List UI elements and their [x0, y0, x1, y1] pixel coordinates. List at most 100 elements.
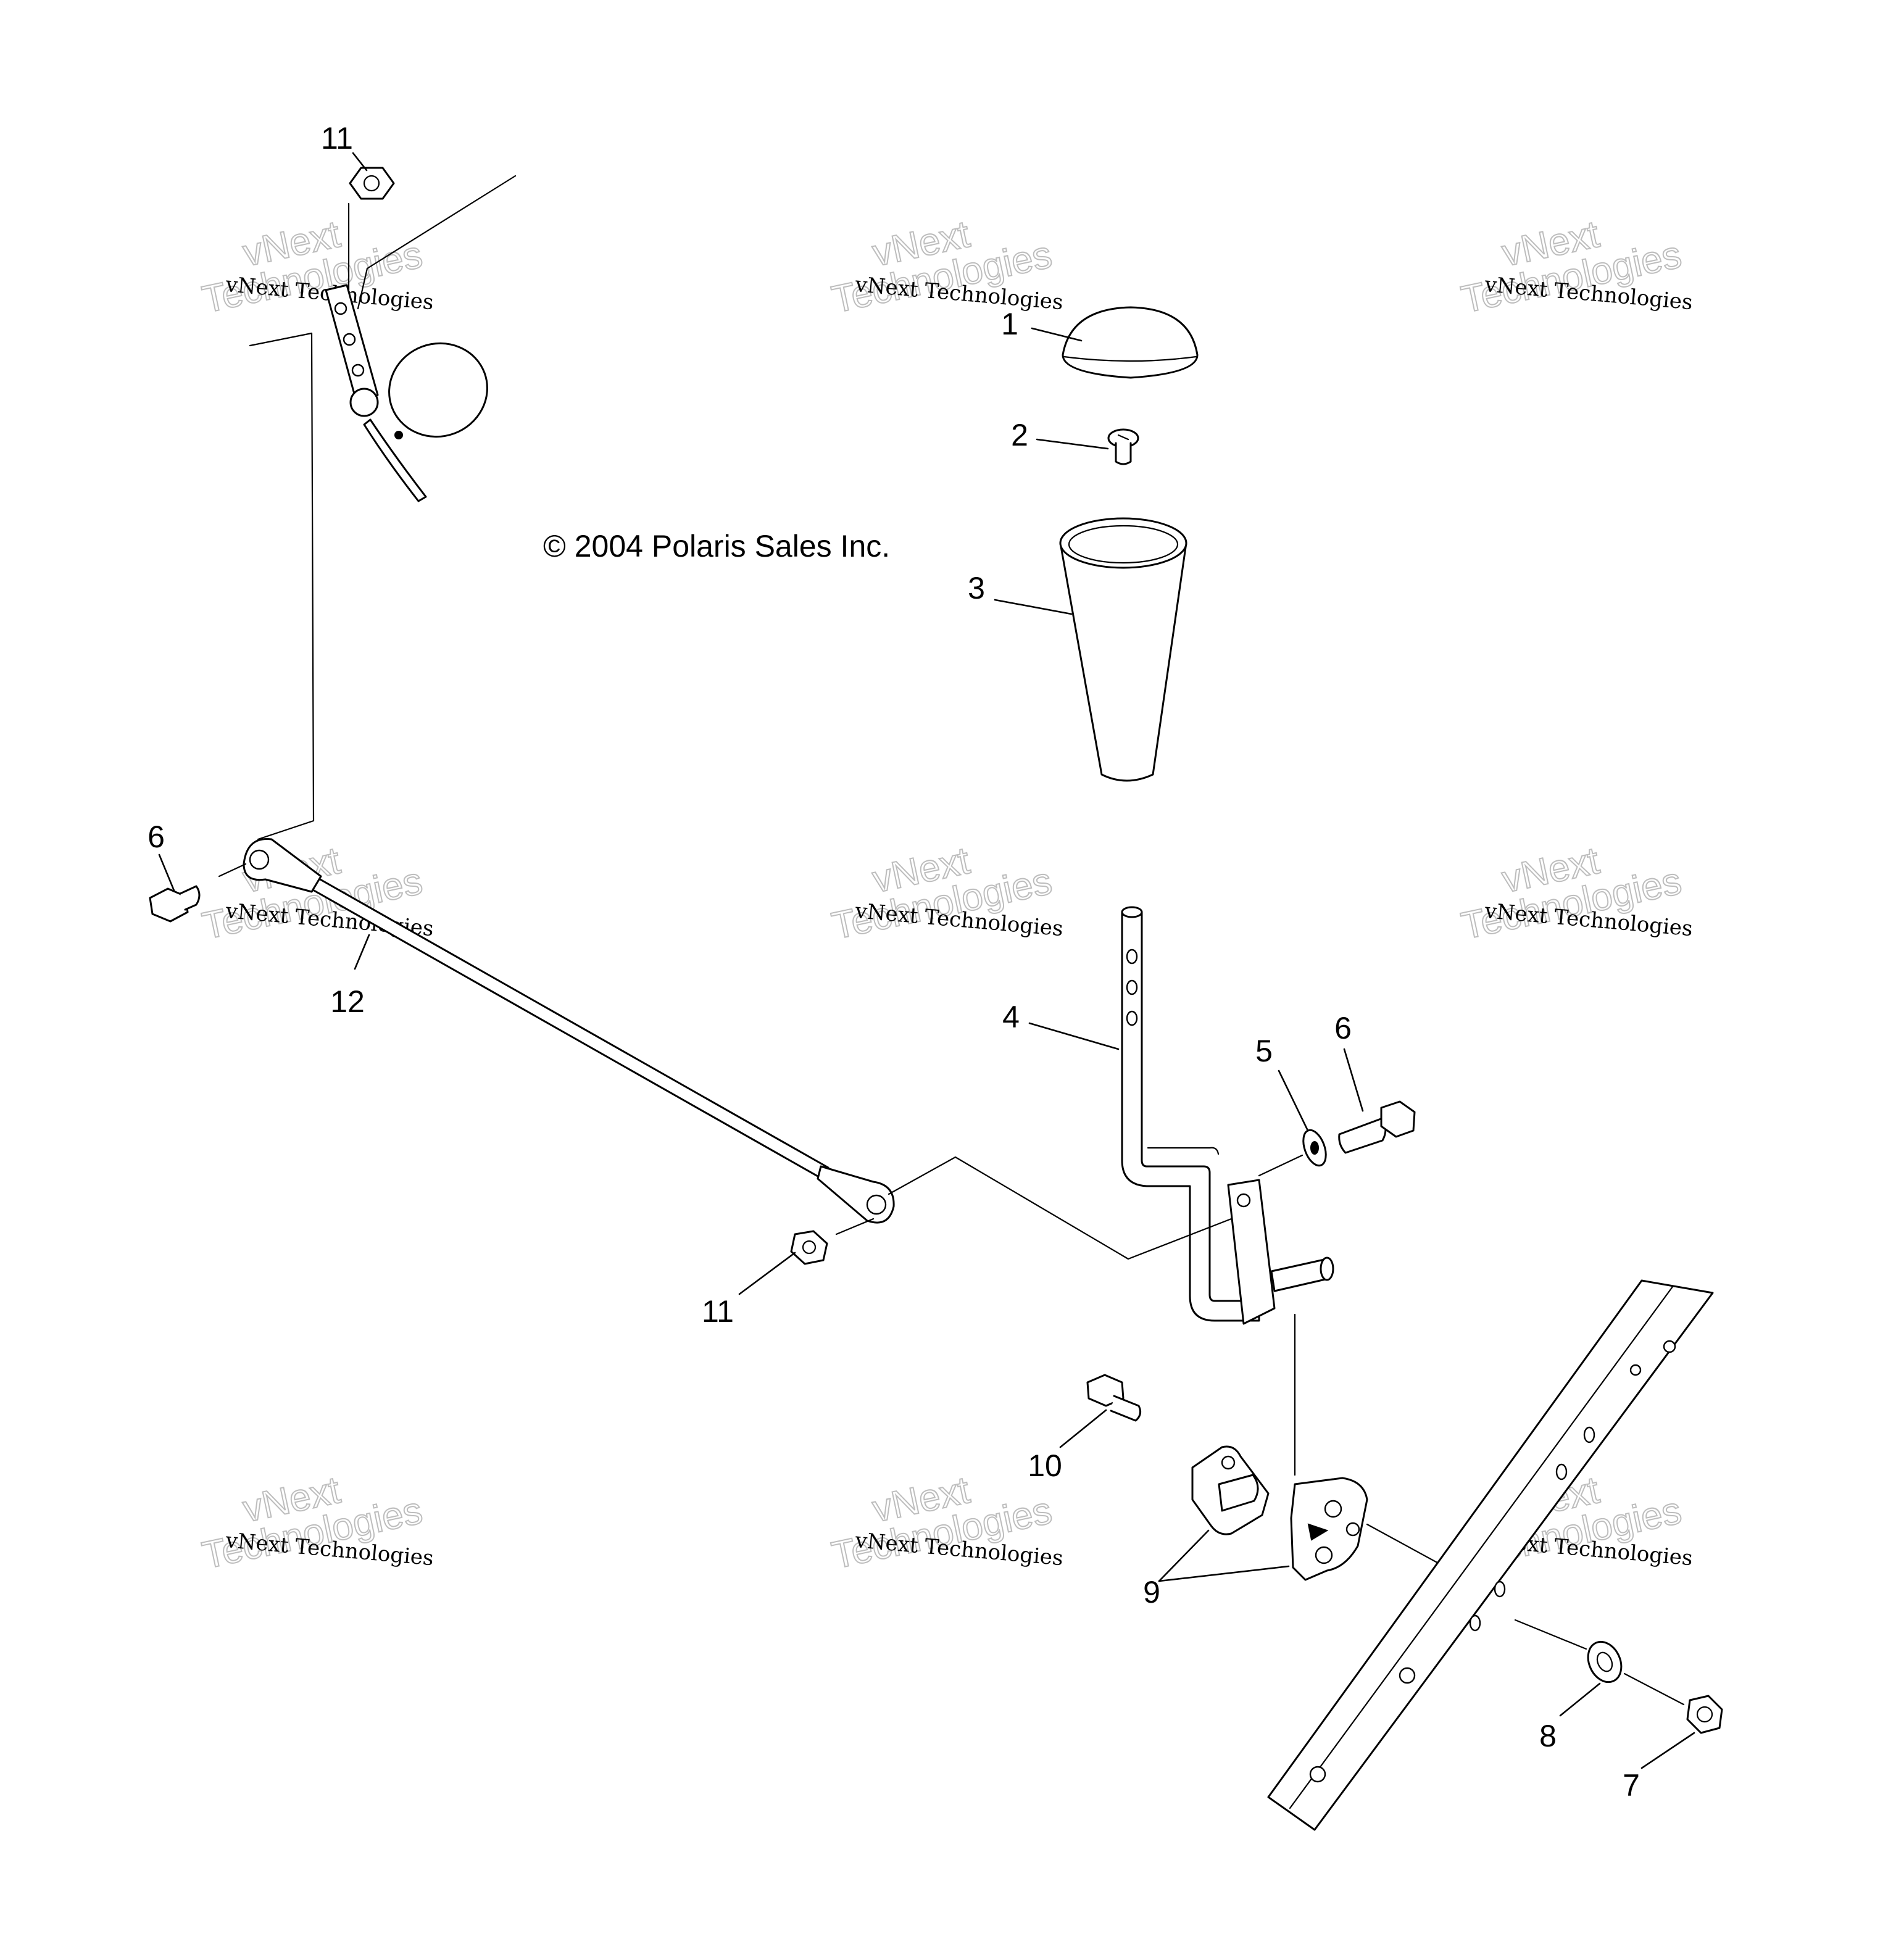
nut-hole [363, 175, 380, 192]
tie-rod-icon [307, 875, 830, 1180]
connection-line [835, 1218, 875, 1235]
leader-3 [994, 599, 1073, 615]
knob-body-icon [1059, 542, 1187, 782]
lever-arm-hole [1236, 1193, 1251, 1208]
nut-hole [1696, 1706, 1713, 1723]
lever-hole [343, 333, 356, 346]
copyright-text: © 2004 Polaris Sales Inc. [543, 529, 890, 563]
washer-hole [1596, 1651, 1613, 1672]
part-8-washer [1587, 1640, 1623, 1684]
bolt-shank [1338, 1117, 1387, 1154]
bolt-head-icon [149, 887, 189, 923]
lever-tail [363, 418, 427, 502]
leader-5 [1278, 1069, 1308, 1131]
connection-line [218, 863, 247, 878]
lever-hole [351, 363, 365, 377]
rail-hole [1663, 1340, 1676, 1353]
leader-12 [354, 934, 370, 970]
connection-line [888, 1156, 1233, 1260]
nut-icon [349, 167, 395, 200]
housing-edge-line [357, 267, 368, 310]
housing-edge-line [366, 175, 517, 270]
part-9-bracket [1191, 1445, 1368, 1581]
transmission-lever-assembly [325, 175, 517, 502]
lever-hole [1126, 979, 1138, 995]
lever-arm-plate [1227, 1179, 1276, 1325]
lever-hole [1126, 1010, 1138, 1026]
part-1-cap [1062, 306, 1199, 379]
frame-rail-icon [1267, 1279, 1714, 1831]
callout-11-top: 11 [321, 121, 353, 156]
washer-hole [1310, 1141, 1319, 1155]
callout-8: 8 [1539, 1719, 1557, 1753]
nut-icon [790, 1230, 828, 1265]
rail-slot [1583, 1426, 1595, 1443]
leader-1 [1031, 327, 1083, 342]
bracket-hole [1315, 1546, 1333, 1564]
leader-lines [158, 152, 1695, 1769]
leader-4 [1028, 1022, 1120, 1050]
bracket-hole [1221, 1455, 1236, 1470]
screw-shank [1115, 442, 1132, 465]
lever-hole [334, 302, 347, 315]
lever-disc [388, 342, 488, 438]
bracket-boss [1218, 1474, 1259, 1512]
pivot-shaft-end [1320, 1256, 1334, 1281]
nut-hole [802, 1240, 817, 1255]
bracket-hole [1324, 1500, 1342, 1518]
leader-9a [1158, 1529, 1210, 1582]
callouts: 11 1 2 3 4 5 6 6 12 11 10 9 8 7 [148, 121, 1640, 1803]
leader-11-mid [738, 1252, 796, 1295]
lever-arm [325, 284, 379, 409]
frame-rail [1267, 1279, 1714, 1831]
leader-10 [1059, 1409, 1107, 1448]
leader-6-right [1343, 1048, 1364, 1112]
nut-icon [1686, 1695, 1723, 1734]
connection-line [1514, 1619, 1587, 1650]
rod-end-eye [249, 849, 270, 870]
bolt-head-icon [1380, 1100, 1416, 1138]
part-3-knob [1059, 517, 1187, 782]
lever-pivot [349, 388, 379, 417]
part-11-nut-mid [790, 1230, 828, 1265]
callout-10: 10 [1028, 1448, 1062, 1483]
knob-opening [1068, 525, 1179, 564]
screw-slot [1117, 434, 1129, 441]
rail-hole [1309, 1766, 1326, 1783]
part-7-nut [1686, 1695, 1723, 1734]
rail-hole [1629, 1364, 1642, 1376]
callout-6-left: 6 [148, 820, 165, 854]
connection-line [249, 332, 315, 841]
rail-slot [1555, 1463, 1568, 1480]
part-6-bolt-right [1338, 1100, 1416, 1154]
bolt-shank [179, 885, 201, 911]
callout-12: 12 [330, 984, 365, 1019]
leader-6-left [158, 853, 175, 892]
leader-8 [1559, 1682, 1601, 1717]
bolt-shank [1110, 1395, 1142, 1422]
callout-1: 1 [1001, 307, 1018, 341]
part-2-screw [1107, 428, 1139, 465]
rod-end-eye [866, 1194, 887, 1215]
leader-11-top [352, 152, 368, 172]
part-11-nut-top [349, 167, 395, 200]
bracket-notch [1307, 1523, 1329, 1541]
rail-hole [1399, 1667, 1416, 1684]
bracket-hole [1345, 1522, 1360, 1537]
rail-slot [1469, 1614, 1481, 1632]
frame-rail-edge [1289, 1285, 1674, 1809]
washer-icon [1587, 1640, 1623, 1684]
connection-line [1623, 1672, 1685, 1706]
lever-bolt [394, 431, 403, 439]
callout-7: 7 [1623, 1768, 1640, 1803]
leader-9b [1158, 1565, 1290, 1582]
callout-4: 4 [1002, 1000, 1020, 1034]
callout-9: 9 [1143, 1575, 1160, 1609]
cap-rim [1063, 355, 1197, 362]
callout-11-mid: 11 [702, 1294, 734, 1329]
part-10-bolt [1086, 1374, 1142, 1422]
leader-7 [1640, 1732, 1695, 1769]
part-4-shift-lever [1121, 906, 1334, 1325]
rod-end-right [817, 1165, 895, 1224]
